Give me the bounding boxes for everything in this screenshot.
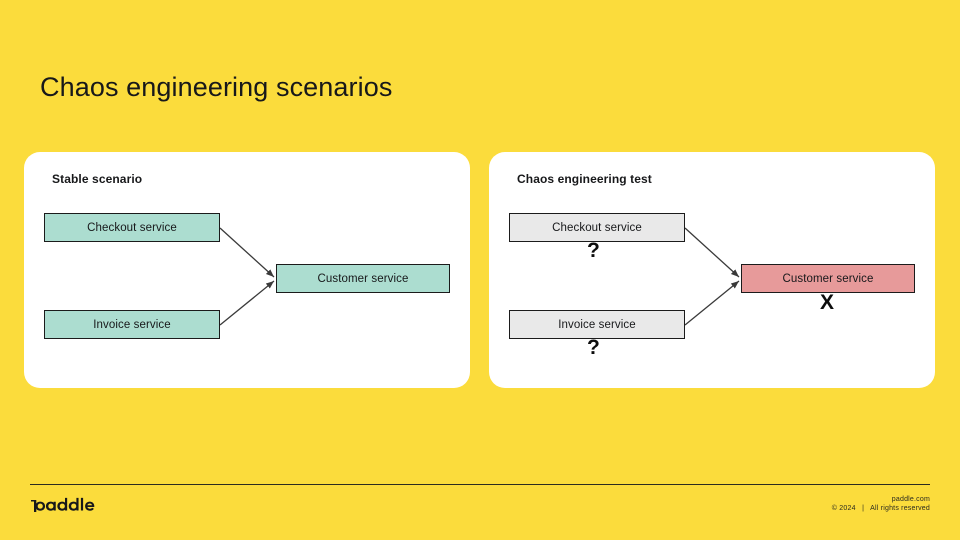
card-chaos-engineering-test: Chaos engineering test Checkout service … <box>489 152 935 388</box>
node-customer-service-chaos[interactable]: Customer service <box>741 264 915 293</box>
arrow-checkout-to-customer <box>219 227 275 278</box>
status-mark-invoice-chaos: ? <box>587 336 600 359</box>
node-customer-service-stable[interactable]: Customer service <box>276 264 450 293</box>
card-stable-scenario: Stable scenario Checkout service Invoice… <box>24 152 470 388</box>
status-mark-customer-chaos: X <box>820 291 835 314</box>
node-checkout-service-stable[interactable]: Checkout service <box>44 213 220 242</box>
arrow-invoice-to-customer <box>219 280 275 326</box>
card-heading-chaos: Chaos engineering test <box>517 172 652 186</box>
paddle-logo: paddle <box>30 494 96 516</box>
footer-site-url: paddle.com <box>891 496 930 503</box>
footer-divider <box>30 484 930 485</box>
status-mark-checkout-chaos: ? <box>587 239 600 262</box>
footer-copyright: © 2024 | All rights reserved <box>831 505 930 513</box>
card-heading-stable: Stable scenario <box>52 172 143 186</box>
arrow-invoice-to-customer <box>684 280 740 326</box>
page-title: Chaos engineering scenarios <box>40 72 393 102</box>
footer-meta: paddle.com © 2024 | All rights reserved <box>832 495 930 514</box>
node-invoice-service-stable[interactable]: Invoice service <box>44 310 220 339</box>
node-invoice-service-chaos[interactable]: Invoice service <box>509 310 685 339</box>
arrow-checkout-to-customer <box>684 227 740 278</box>
node-checkout-service-chaos[interactable]: Checkout service <box>509 213 685 242</box>
paddle-wordmark-icon <box>31 497 95 512</box>
